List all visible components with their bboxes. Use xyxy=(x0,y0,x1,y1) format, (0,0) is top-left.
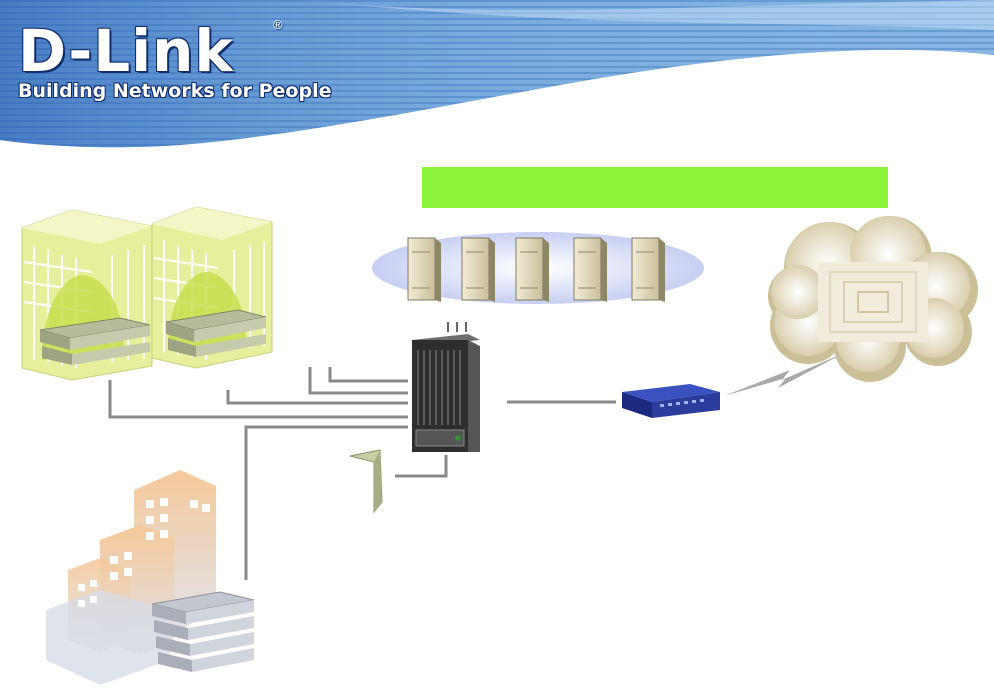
server-icon xyxy=(461,237,495,302)
link-building1-switch xyxy=(108,380,408,419)
link-campus-switch xyxy=(244,425,408,580)
server-icon xyxy=(515,237,549,302)
link-building2-switch xyxy=(226,390,408,405)
campus-icon xyxy=(46,470,255,685)
wan-lightning-link xyxy=(724,352,846,396)
registered-mark: ® xyxy=(273,17,283,32)
server-icon xyxy=(407,237,441,302)
brand-tagline: Building Networks for People xyxy=(18,80,332,102)
server-icon xyxy=(573,237,607,302)
diagram-title-bar xyxy=(422,167,888,208)
office-building-2 xyxy=(151,206,273,369)
connector-lines xyxy=(108,367,616,580)
office-building-1 xyxy=(21,209,153,381)
link-switch-b xyxy=(328,367,408,383)
link-workstation-switch xyxy=(395,455,448,478)
cloud-icon xyxy=(768,216,978,382)
brand-logo: D-Link xyxy=(18,17,234,85)
stacked-switch-icon xyxy=(151,591,255,672)
link-switch-a xyxy=(308,367,408,395)
workstation-icon xyxy=(349,449,383,514)
server-icon xyxy=(631,237,665,302)
server-farm xyxy=(372,232,704,304)
chassis-switch-icon xyxy=(412,322,480,452)
router-icon xyxy=(622,384,720,418)
header-banner xyxy=(0,0,994,148)
